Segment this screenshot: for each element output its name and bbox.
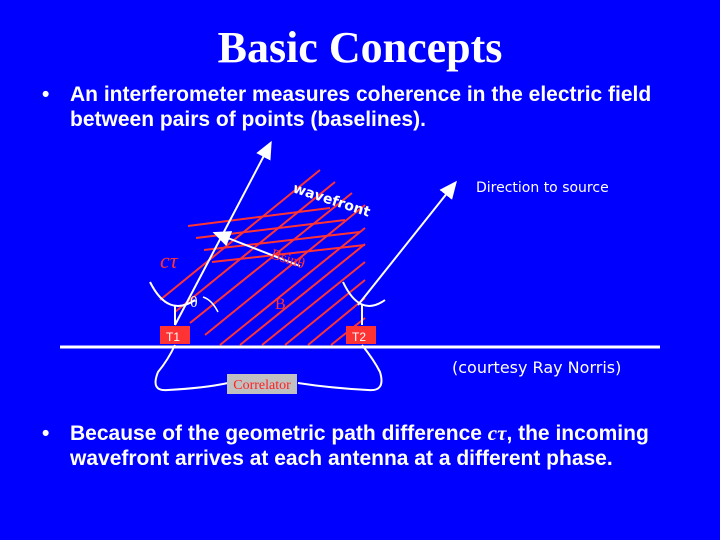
- wavefront-line: [189, 192, 353, 324]
- cable-t2: [297, 344, 383, 392]
- correlator-label: Correlator: [233, 378, 291, 393]
- theta-label: θ: [190, 294, 198, 311]
- wavefront-lines: [159, 169, 366, 346]
- bullet-2: • Because of the geometric path differen…: [42, 421, 690, 471]
- antenna-t2-dish: [342, 281, 386, 307]
- wavefront-line: [284, 279, 366, 346]
- ct-label: cτ: [160, 248, 179, 273]
- baseline-b-label: B: [275, 296, 286, 313]
- bullet-dot: •: [42, 83, 50, 106]
- antenna-t2-box: [346, 326, 376, 344]
- bullet-1-text: An interferometer measures coherence in …: [70, 83, 652, 131]
- bullet-2-pre: Because of the geometric path difference: [70, 422, 488, 445]
- theta-arc: [202, 296, 219, 313]
- bullet-dot: •: [42, 422, 50, 445]
- wavefront-line: [159, 169, 321, 301]
- bullet-1: • An interferometer measures coherence i…: [42, 82, 690, 132]
- bsin-arrow: [212, 231, 301, 267]
- antenna-t1-dish: [149, 281, 196, 307]
- t2-label: T2: [352, 330, 366, 344]
- direction-to-source-label: Direction to source: [476, 180, 609, 196]
- courtesy-label: (courtesy Ray Norris): [452, 358, 621, 377]
- slide-title: Basic Concepts: [217, 23, 503, 72]
- cable-t1: [154, 344, 229, 392]
- wavefront-line: [203, 231, 361, 251]
- wavefront-line: [307, 297, 366, 346]
- wavefront-line: [219, 227, 366, 346]
- bullet-2-post: , the incoming wavefront arrives at each…: [70, 422, 649, 470]
- bullet-2-ct: cτ: [487, 421, 507, 445]
- wavefront-line: [174, 181, 336, 313]
- wavefront-line: [239, 243, 366, 346]
- wavefront-label: wavefront: [291, 181, 373, 221]
- t1-label: T1: [166, 330, 180, 344]
- antenna-t1-box: [160, 326, 190, 344]
- wavefront-line: [204, 204, 366, 336]
- wavefront-line: [261, 261, 366, 346]
- wavefront-line: [187, 207, 331, 227]
- source-direction-arrow: [357, 180, 457, 306]
- correlator-box: [227, 374, 297, 394]
